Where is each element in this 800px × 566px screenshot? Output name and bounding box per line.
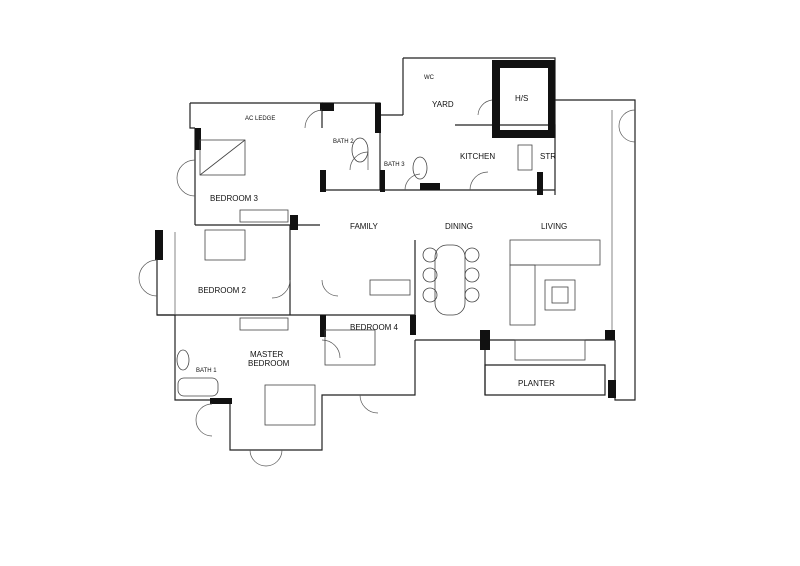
room-labels: AC LEDGE BATH 2 BATH 3 WC YARD H/S KITCH… bbox=[196, 75, 567, 388]
label-living: LIVING bbox=[541, 222, 567, 231]
label-bedroom-2: BEDROOM 2 bbox=[198, 286, 247, 295]
label-kitchen: KITCHEN bbox=[460, 152, 495, 161]
label-ac-ledge: AC LEDGE bbox=[245, 116, 275, 122]
label-str: STR bbox=[540, 152, 556, 161]
label-master-bedroom: BEDROOM bbox=[248, 359, 290, 368]
label-yard: YARD bbox=[432, 100, 454, 109]
label-bath-1: BATH 1 bbox=[196, 368, 217, 374]
label-wc: WC bbox=[424, 75, 435, 81]
doors bbox=[138, 99, 636, 467]
label-planter: PLANTER bbox=[518, 379, 555, 388]
label-bath-2: BATH 2 bbox=[333, 139, 354, 145]
walls bbox=[155, 57, 636, 451]
household-shelter-wall bbox=[492, 60, 555, 138]
label-family: FAMILY bbox=[350, 222, 379, 231]
label-bedroom-4: BEDROOM 4 bbox=[350, 323, 399, 332]
label-master: MASTER bbox=[250, 350, 284, 359]
label-dining: DINING bbox=[445, 222, 473, 231]
furniture bbox=[176, 137, 601, 426]
label-bath-3: BATH 3 bbox=[384, 162, 405, 168]
label-hs: H/S bbox=[515, 94, 528, 103]
label-bedroom-3: BEDROOM 3 bbox=[210, 194, 259, 203]
